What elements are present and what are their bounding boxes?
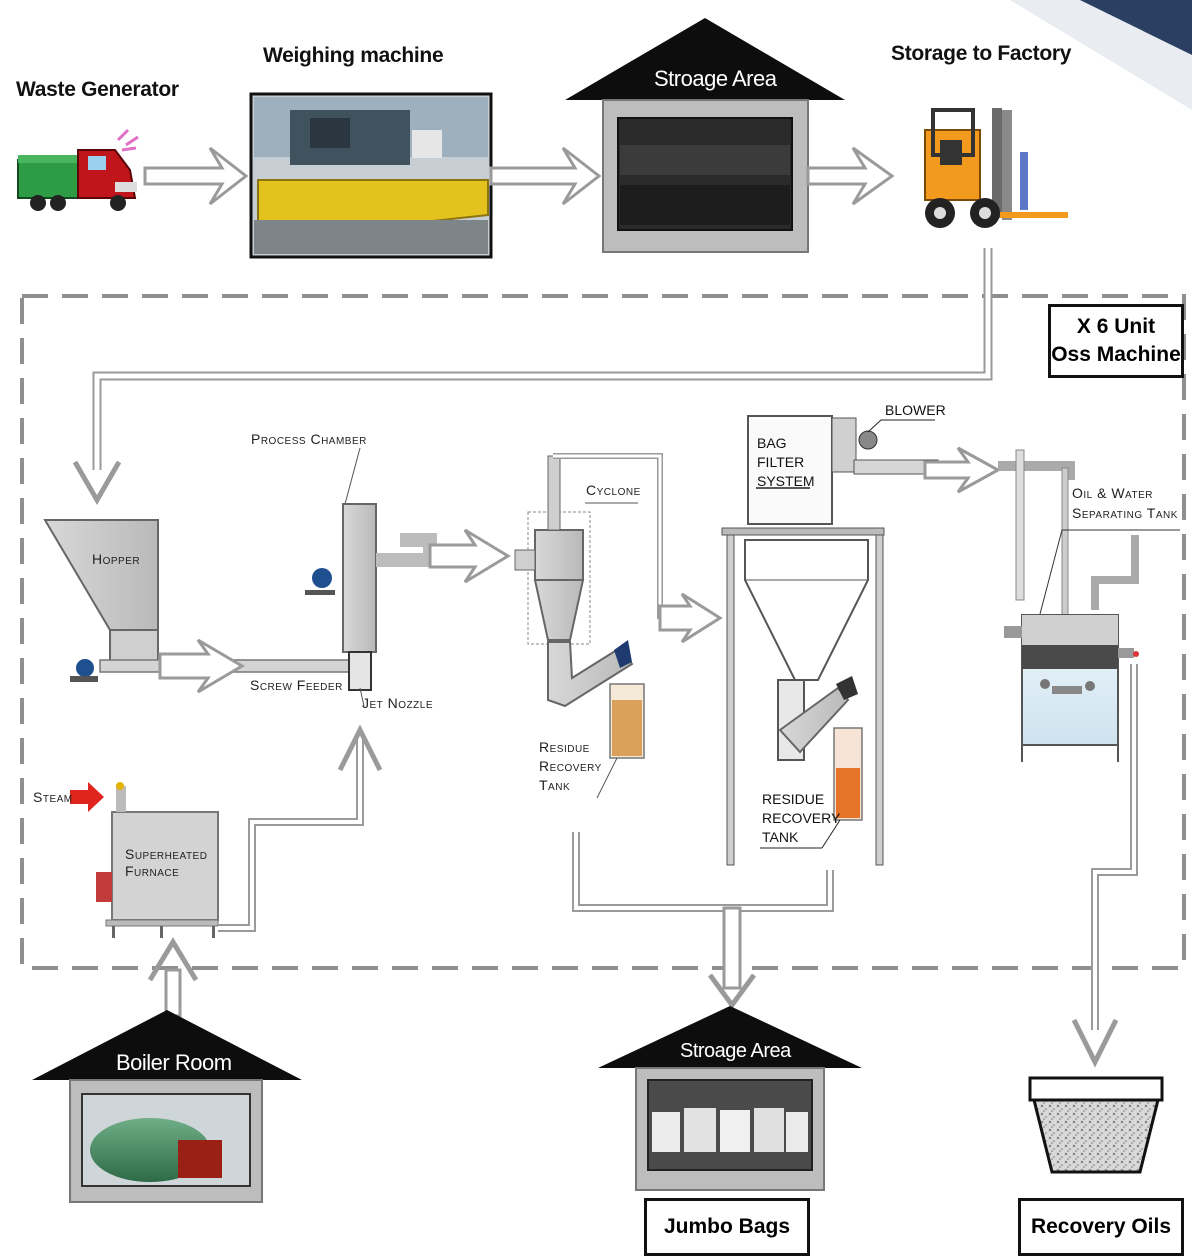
arrow-storage-to-forklift bbox=[806, 146, 895, 206]
arrow-feeder bbox=[158, 638, 245, 694]
label-process-chamber: Process Chamber bbox=[251, 431, 367, 447]
unit-boundary bbox=[20, 294, 1186, 970]
label-cyclone: Cyclone bbox=[586, 482, 641, 498]
residue-tank-2-line2: RECOVERY bbox=[762, 810, 841, 826]
recovery-oils-box: Recovery Oils bbox=[1018, 1198, 1184, 1256]
forklift-icon bbox=[924, 108, 1068, 228]
label-steam: Steam bbox=[33, 789, 73, 805]
arrow-to-oil-tank bbox=[923, 446, 1002, 494]
bag-filter-line1: BAG bbox=[757, 435, 787, 451]
label-waste-generator: Waste Generator bbox=[16, 78, 179, 101]
hopper-motor-icon bbox=[76, 659, 94, 677]
residue-tank-1-line3: Tank bbox=[539, 777, 571, 793]
weighing-machine-photo bbox=[249, 92, 493, 259]
hopper bbox=[43, 519, 159, 631]
arrow-chamber-to-cyclone bbox=[428, 528, 511, 584]
arrow-down-to-jumbo bbox=[707, 973, 757, 1010]
bag-filter-line2: FILTER bbox=[757, 454, 805, 470]
label-storage-area-bottom: Stroage Area bbox=[680, 1040, 791, 1062]
top-row-arrows bbox=[143, 146, 895, 206]
label-boiler-room: Boiler Room bbox=[116, 1050, 232, 1075]
boiler-room-house bbox=[32, 1010, 302, 1203]
label-screw-feeder: Screw Feeder bbox=[250, 677, 343, 693]
oil-water-tank-line1: Oil & Water bbox=[1072, 485, 1153, 501]
arrow-to-bagfilter bbox=[658, 592, 723, 644]
steam-arrow bbox=[70, 782, 104, 812]
label-residue-tank-1: Residue Recovery Tank bbox=[539, 738, 602, 795]
residue-tank-1-line2: Recovery bbox=[539, 758, 602, 774]
arrow-truck-to-weigh bbox=[143, 146, 249, 206]
arrow-weigh-to-storage bbox=[489, 146, 602, 206]
superheated-furnace bbox=[96, 782, 219, 938]
label-bag-filter: BAG FILTER SYSTEM bbox=[757, 434, 815, 491]
label-storage-area-top: Stroage Area bbox=[654, 66, 777, 91]
storage-area-bottom-house bbox=[598, 1006, 862, 1191]
corner-accent-dark bbox=[1080, 0, 1192, 55]
label-storage-to-factory: Storage to Factory bbox=[891, 42, 1072, 65]
label-recovery-oils: Recovery Oils bbox=[1030, 1214, 1172, 1238]
label-jumbo-bags: Jumbo Bags bbox=[663, 1214, 791, 1238]
residue-tank-1-line1: Residue bbox=[539, 739, 590, 755]
furnace-line1: Superheated bbox=[125, 846, 208, 862]
jumbo-bags-box: Jumbo Bags bbox=[644, 1198, 810, 1256]
unit-count-line1: X 6 Unit bbox=[1076, 314, 1156, 338]
bag-filter-line3: SYSTEM bbox=[757, 473, 815, 489]
arrow-up-to-nozzle bbox=[337, 724, 383, 772]
label-blower: BLOWER bbox=[885, 402, 946, 418]
furnace-line2: Furnace bbox=[125, 863, 180, 879]
label-jet-nozzle: Jet Nozzle bbox=[362, 695, 434, 711]
arrow-up-to-furnace bbox=[147, 937, 199, 982]
label-weighing-machine: Weighing machine bbox=[263, 44, 444, 67]
bag-filter-system bbox=[721, 415, 939, 866]
process-chamber bbox=[342, 503, 377, 653]
cyclone bbox=[514, 455, 638, 645]
label-residue-tank-2: RESIDUE RECOVERY TANK bbox=[762, 790, 840, 847]
label-oil-water-tank: Oil & Water Separating Tank bbox=[1072, 483, 1178, 523]
arrow-down-to-oils bbox=[1071, 1018, 1119, 1068]
blower-icon bbox=[858, 430, 878, 450]
jet-nozzle bbox=[348, 651, 372, 691]
truck-icon bbox=[17, 128, 139, 211]
oil-water-tank-line2: Separating Tank bbox=[1072, 505, 1178, 521]
arrow-down-to-hopper bbox=[72, 460, 122, 505]
residue-tank-2-line1: RESIDUE bbox=[762, 791, 825, 807]
storage-area-top-house bbox=[565, 18, 845, 253]
process-chamber-motor-icon bbox=[312, 568, 332, 588]
recovery-oils-basin bbox=[1028, 1076, 1164, 1174]
residue-tank-2-line3: TANK bbox=[762, 829, 799, 845]
label-hopper: Hopper bbox=[92, 551, 141, 567]
label-furnace: Superheated Furnace bbox=[125, 846, 207, 880]
unit-count-line2: Oss Machine bbox=[1051, 343, 1181, 366]
oil-water-tank bbox=[998, 449, 1180, 762]
